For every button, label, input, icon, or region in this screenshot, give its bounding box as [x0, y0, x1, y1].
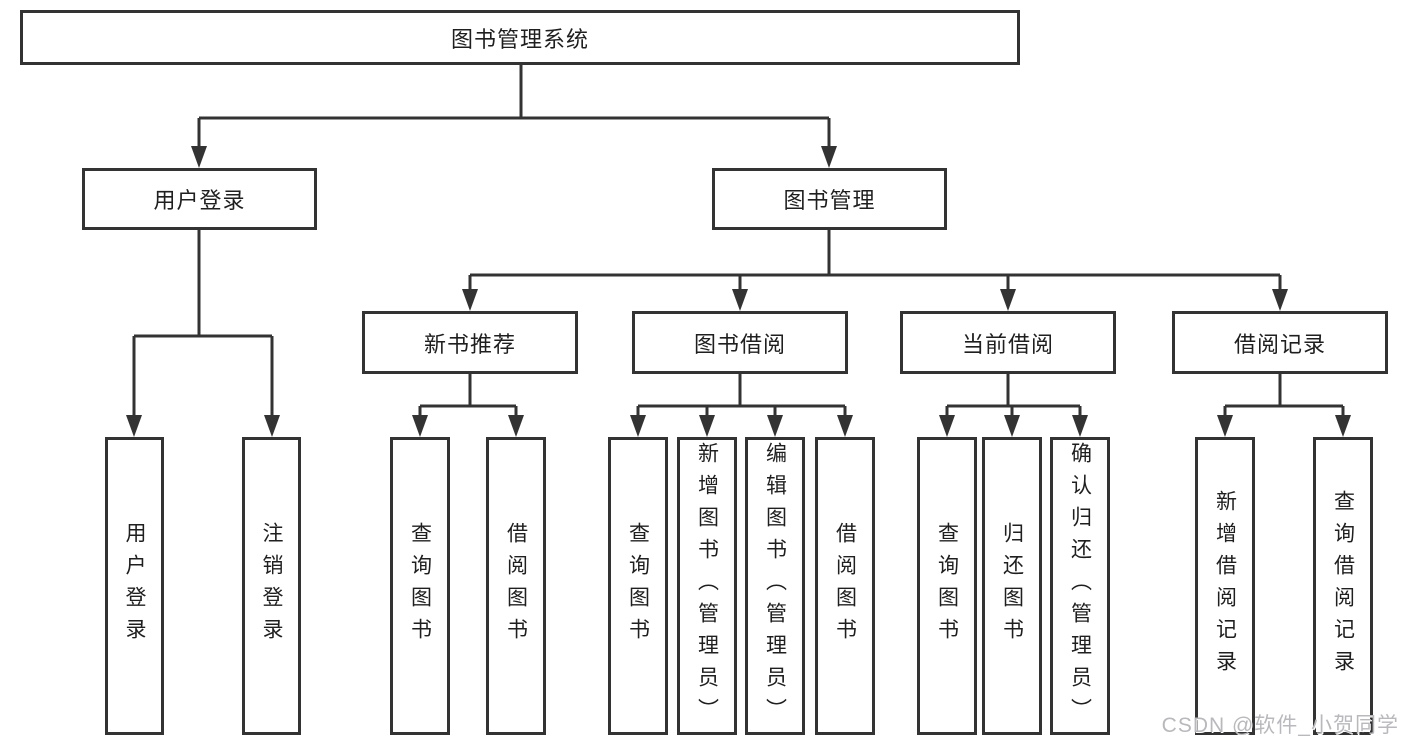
node-record-query: 查询借阅记录	[1313, 437, 1373, 735]
node-borrow-add-books-label: 新增图书（管理员）	[695, 442, 719, 730]
node-book-borrow: 图书借阅	[632, 311, 848, 374]
node-borrow-add-books: 新增图书（管理员）	[677, 437, 737, 735]
arrowhead	[630, 415, 646, 437]
arrowhead	[767, 415, 783, 437]
node-new-book-rec-label: 新书推荐	[423, 331, 516, 357]
node-book-borrow-label: 图书借阅	[693, 331, 786, 357]
node-current-borrow: 当前借阅	[900, 311, 1116, 374]
node-borrow-edit-books-label: 编辑图书（管理员）	[763, 442, 787, 730]
node-borrow-query-books-label: 查询图书	[626, 522, 650, 650]
node-login: 用户登录	[105, 437, 164, 735]
node-user-login: 用户登录	[82, 168, 317, 230]
node-borrow-borrow-books-label: 借阅图书	[833, 522, 857, 650]
node-logout: 注销登录	[242, 437, 301, 735]
node-current-borrow-label: 当前借阅	[961, 331, 1054, 357]
node-current-return-books-label: 归还图书	[1000, 522, 1024, 650]
arrowhead	[412, 415, 428, 437]
node-borrow-edit-books: 编辑图书（管理员）	[745, 437, 805, 735]
node-rec-query-books-label: 查询图书	[408, 522, 432, 650]
node-current-return-books: 归还图书	[982, 437, 1042, 735]
node-rec-borrow-books: 借阅图书	[486, 437, 546, 735]
arrowhead	[1000, 289, 1016, 311]
node-current-query-books-label: 查询图书	[935, 522, 959, 650]
arrowhead	[508, 415, 524, 437]
arrowhead	[191, 146, 207, 168]
arrowhead	[462, 289, 478, 311]
arrowhead	[699, 415, 715, 437]
arrowhead	[264, 415, 280, 437]
node-borrow-record: 借阅记录	[1172, 311, 1388, 374]
node-new-book-rec: 新书推荐	[362, 311, 578, 374]
arrowhead	[1335, 415, 1351, 437]
node-borrow-record-label: 借阅记录	[1233, 331, 1326, 357]
node-current-confirm-return-label: 确认归还（管理员）	[1068, 442, 1092, 730]
node-root: 图书管理系统	[20, 10, 1020, 65]
node-record-query-label: 查询借阅记录	[1331, 490, 1355, 682]
node-current-query-books: 查询图书	[917, 437, 977, 735]
node-root-label: 图书管理系统	[450, 26, 589, 52]
node-record-add: 新增借阅记录	[1195, 437, 1255, 735]
node-login-label: 用户登录	[123, 522, 146, 650]
node-book-mgmt: 图书管理	[712, 168, 947, 230]
node-rec-query-books: 查询图书	[390, 437, 450, 735]
node-book-mgmt-label: 图书管理	[783, 188, 876, 213]
arrowhead	[1004, 415, 1020, 437]
node-record-add-label: 新增借阅记录	[1213, 490, 1237, 682]
arrowhead	[1072, 415, 1088, 437]
node-current-confirm-return: 确认归还（管理员）	[1050, 437, 1110, 735]
arrowhead	[1217, 415, 1233, 437]
node-borrow-borrow-books: 借阅图书	[815, 437, 875, 735]
arrowhead	[1272, 289, 1288, 311]
arrowhead	[821, 146, 837, 168]
node-rec-borrow-books-label: 借阅图书	[504, 522, 528, 650]
node-borrow-query-books: 查询图书	[608, 437, 668, 735]
arrowhead	[732, 289, 748, 311]
arrowhead	[837, 415, 853, 437]
node-user-login-label: 用户登录	[153, 188, 246, 213]
arrowhead	[126, 415, 142, 437]
node-logout-label: 注销登录	[260, 522, 283, 650]
watermark: CSDN @软件_小贺同学	[1161, 714, 1399, 737]
arrowhead	[939, 415, 955, 437]
